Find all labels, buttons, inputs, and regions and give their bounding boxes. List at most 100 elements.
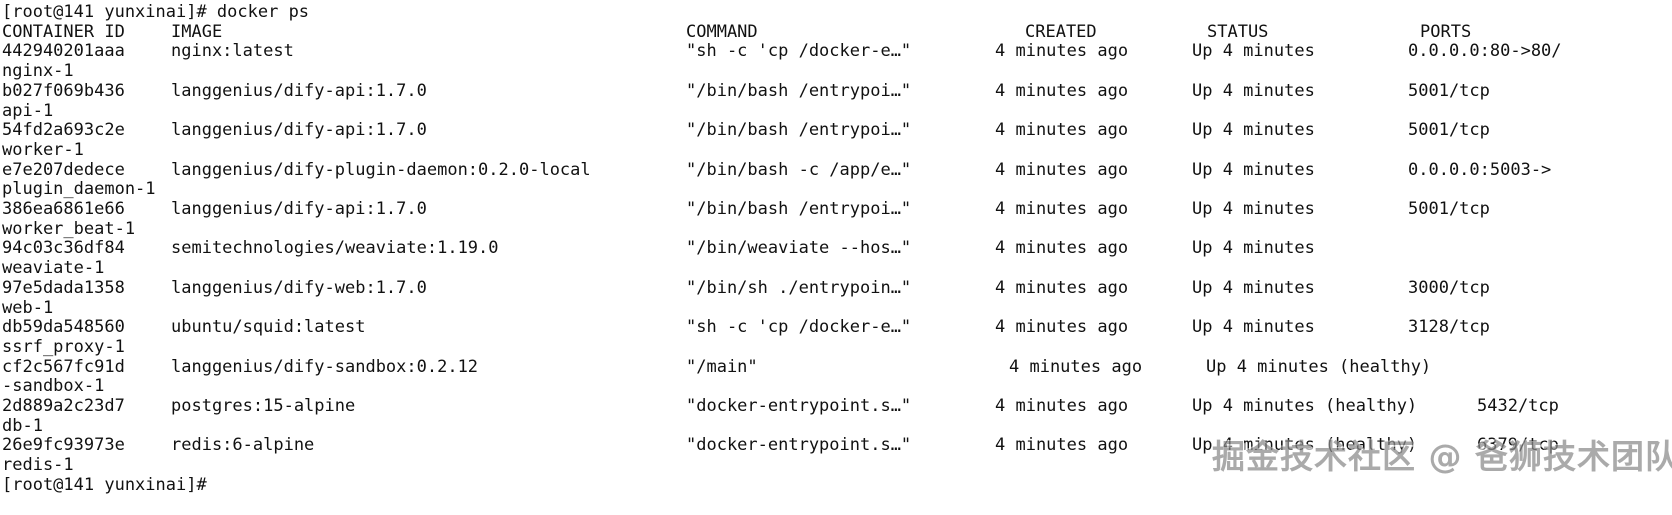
- juejin-watermark: 掘金技术社区 @ 爸狮技术团队: [1212, 437, 1672, 476]
- container-command: "/bin/weaviate --hos…": [686, 238, 912, 259]
- header-ports: PORTS: [1420, 21, 1472, 42]
- container-id: db59da548560: [2, 317, 125, 338]
- container-name: api-1: [2, 100, 54, 121]
- container-command: "/bin/sh ./entrypoin…": [686, 277, 912, 298]
- created-time: 4 minutes ago: [995, 120, 1129, 141]
- container-command: "/bin/bash /entrypoi…": [686, 80, 912, 101]
- container-name: redis-1: [2, 455, 74, 476]
- container-row-worker_beat-1: 386ea6861e66 langgenius/dify-api:1.7.0 "/b…: [0, 199, 1672, 220]
- container-command: "docker-entrypoint.s…": [686, 396, 912, 416]
- created-time: 4 minutes ago: [995, 159, 1129, 180]
- created-time: 4 minutes ago: [995, 238, 1129, 259]
- container-status: Up 4 minutes (healthy): [1206, 356, 1432, 377]
- container-name-line: worker_beat-1: [0, 218, 1672, 240]
- container-ports: 3000/tcp: [1408, 277, 1490, 298]
- container-status: Up 4 minutes (healthy): [1192, 435, 1418, 456]
- container-status: Up 4 minutes: [1192, 159, 1315, 180]
- container-name: plugin_daemon-1: [2, 179, 156, 200]
- container-name: weaviate-1: [2, 258, 105, 279]
- shell-prompt-text: [root@141 yunxinai]# docker ps: [2, 2, 310, 22]
- image-name: langgenius/dify-plugin-daemon:0.2.0-loca…: [171, 159, 591, 180]
- container-ports: 0.0.0.0:80->80/: [1408, 41, 1562, 62]
- container-name-line: redis-1: [0, 455, 1672, 476]
- container-row-weaviate-1: 94c03c36df84 semitechnologies/weaviate:1.…: [0, 239, 1672, 259]
- container-id: 94c03c36df84: [2, 238, 125, 259]
- image-name: semitechnologies/weaviate:1.19.0: [171, 238, 499, 259]
- container-id: 386ea6861e66: [2, 199, 125, 219]
- table-header-row: CONTAINER ID IMAGE COMMAND CREATED STATU…: [0, 21, 1672, 43]
- image-name: langgenius/dify-api:1.7.0: [171, 120, 427, 141]
- container-status: Up 4 minutes: [1192, 277, 1315, 298]
- created-time: 4 minutes ago: [995, 317, 1129, 338]
- created-time: 4 minutes ago: [995, 435, 1129, 456]
- container-row-plugin_daemon-1: e7e207dedece langgenius/dify-plugin-daemo…: [0, 159, 1672, 181]
- container-name-line: ssrf_proxy-1: [0, 336, 1672, 358]
- header-status: STATUS: [1207, 21, 1269, 42]
- container-status: Up 4 minutes (healthy): [1192, 396, 1418, 416]
- container-id: 2d889a2c23d7: [2, 396, 125, 416]
- container-command: "sh -c 'cp /docker-e…": [686, 41, 912, 62]
- container-id: 26e9fc93973e: [2, 435, 125, 456]
- container-name-line: -sandbox-1: [0, 377, 1672, 397]
- image-name: postgres:15-alpine: [171, 396, 356, 416]
- container-name: ssrf_proxy-1: [2, 336, 125, 357]
- container-id: 54fd2a693c2e: [2, 120, 125, 141]
- image-name: langgenius/dify-web:1.7.0: [171, 277, 427, 298]
- image-name: langgenius/dify-api:1.7.0: [171, 80, 427, 101]
- container-status: Up 4 minutes: [1192, 199, 1315, 219]
- container-ports: 6379/tcp: [1477, 435, 1559, 456]
- container-name-line: db-1: [0, 415, 1672, 437]
- image-name: langgenius/dify-sandbox:0.2.12: [171, 356, 479, 377]
- container-command: "/main": [686, 356, 758, 377]
- created-time: 4 minutes ago: [995, 41, 1129, 62]
- container-id: 97e5dada1358: [2, 277, 125, 298]
- container-status: Up 4 minutes: [1192, 317, 1315, 338]
- container-status: Up 4 minutes: [1192, 41, 1315, 62]
- container-command: "/bin/bash /entrypoi…": [686, 199, 912, 219]
- image-name: redis:6-alpine: [171, 435, 315, 456]
- container-status: Up 4 minutes: [1192, 80, 1315, 101]
- container-row-nginx-1: 442940201aaa nginx:latest "sh -c 'cp /dock…: [0, 42, 1672, 62]
- terminal-window[interactable]: { "terminal": { "prompt_line": "[root@14…: [0, 0, 1672, 495]
- container-status: Up 4 minutes: [1192, 120, 1315, 141]
- container-command: "docker-entrypoint.s…": [686, 435, 912, 456]
- image-name: langgenius/dify-api:1.7.0: [171, 199, 427, 219]
- container-name: worker_beat-1: [2, 218, 136, 239]
- container-ports: 5432/tcp: [1477, 396, 1559, 416]
- container-id: cf2c567fc91d: [2, 356, 125, 377]
- container-id: e7e207dedece: [2, 159, 125, 180]
- container-command: "/bin/bash -c /app/e…": [686, 159, 912, 180]
- container-row-web-1: 97e5dada1358 langgenius/dify-web:1.7.0 "/b…: [0, 277, 1672, 299]
- header-created: CREATED: [1025, 21, 1097, 42]
- shell-prompt-line: [root@141 yunxinai]# docker ps: [0, 2, 1672, 23]
- container-ports: 0.0.0.0:5003->: [1408, 159, 1552, 180]
- container-id: 442940201aaa: [2, 41, 125, 62]
- container-name-line: api-1: [0, 100, 1672, 122]
- container-ports: 5001/tcp: [1408, 80, 1490, 101]
- container-ports: 3128/tcp: [1408, 317, 1490, 338]
- container-row-db-1: 2d889a2c23d7 postgres:15-alpine "docker-en…: [0, 396, 1672, 417]
- container-name-line: weaviate-1: [0, 258, 1672, 279]
- container-row-sandbox-1: cf2c567fc91d langgenius/dify-sandbox:0.2.…: [0, 356, 1672, 378]
- container-name-line: nginx-1: [0, 61, 1672, 82]
- header-container-id: CONTAINER ID: [2, 21, 125, 42]
- container-name: nginx-1: [2, 61, 74, 82]
- container-name-line: web-1: [0, 297, 1672, 319]
- image-name: nginx:latest: [171, 41, 294, 62]
- container-row-redis-1: 26e9fc93973e redis:6-alpine "docker-entryp…: [0, 436, 1672, 456]
- container-command: "/bin/bash /entrypoi…": [686, 120, 912, 141]
- container-name-line: worker-1: [0, 139, 1672, 161]
- container-status: Up 4 minutes: [1192, 238, 1315, 259]
- container-name: web-1: [2, 297, 54, 318]
- created-time: 4 minutes ago: [995, 277, 1129, 298]
- container-name: db-1: [2, 415, 43, 436]
- created-time: 4 minutes ago: [995, 199, 1129, 219]
- container-name: worker-1: [2, 139, 84, 160]
- container-id: b027f069b436: [2, 80, 125, 101]
- container-ports: 5001/tcp: [1408, 120, 1490, 141]
- created-time: 4 minutes ago: [1009, 356, 1143, 377]
- created-time: 4 minutes ago: [995, 396, 1129, 416]
- container-command: "sh -c 'cp /docker-e…": [686, 317, 912, 338]
- container-name: -sandbox-1: [2, 376, 105, 397]
